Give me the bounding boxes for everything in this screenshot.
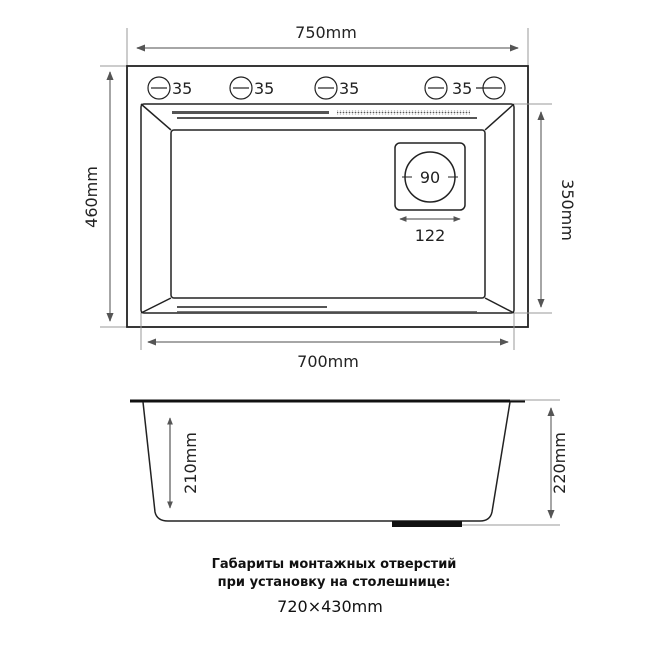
slot: [177, 117, 477, 119]
width-dimension: 750mm: [126, 23, 529, 66]
total-height-label: 220mm: [550, 432, 569, 494]
sink-outline: [126, 65, 529, 328]
depth-dimension: 460mm: [82, 65, 127, 328]
hole-icon: [229, 76, 253, 100]
bowl-depth-label: 350mm: [558, 179, 577, 241]
hole-icon: [147, 76, 171, 100]
hole-label: 35: [452, 79, 472, 98]
cutout-size: 720×430mm: [277, 597, 383, 616]
mesh-slot: [337, 110, 470, 115]
slot: [177, 306, 327, 308]
note-line-2: при установку на столешнице:: [218, 575, 451, 590]
bowl-width-dimension: 700mm: [140, 313, 515, 371]
bowl: [140, 103, 515, 314]
slot: [172, 111, 329, 114]
mounting-holes: [147, 76, 506, 100]
bowl-depth-dimension: 350mm: [514, 103, 577, 314]
depth-label: 460mm: [82, 166, 101, 228]
drain-diameter-label: 90: [420, 168, 440, 187]
drain: 90 122: [394, 142, 466, 245]
slot: [177, 311, 477, 313]
hole-label: 35: [254, 79, 274, 98]
width-label: 750mm: [295, 23, 357, 42]
note-line-1: Габариты монтажных отверстий: [212, 557, 457, 572]
hole-icon: [424, 76, 448, 100]
drain-offset-label: 122: [415, 226, 446, 245]
drain-pipe: [392, 521, 462, 527]
hole-label: 35: [172, 79, 192, 98]
hole-icon: [314, 76, 338, 100]
side-view: 210mm 220mm: [130, 399, 569, 527]
bowl-width-label: 700mm: [297, 352, 359, 371]
side-depth-label: 210mm: [181, 432, 200, 494]
hole-label: 35: [339, 79, 359, 98]
